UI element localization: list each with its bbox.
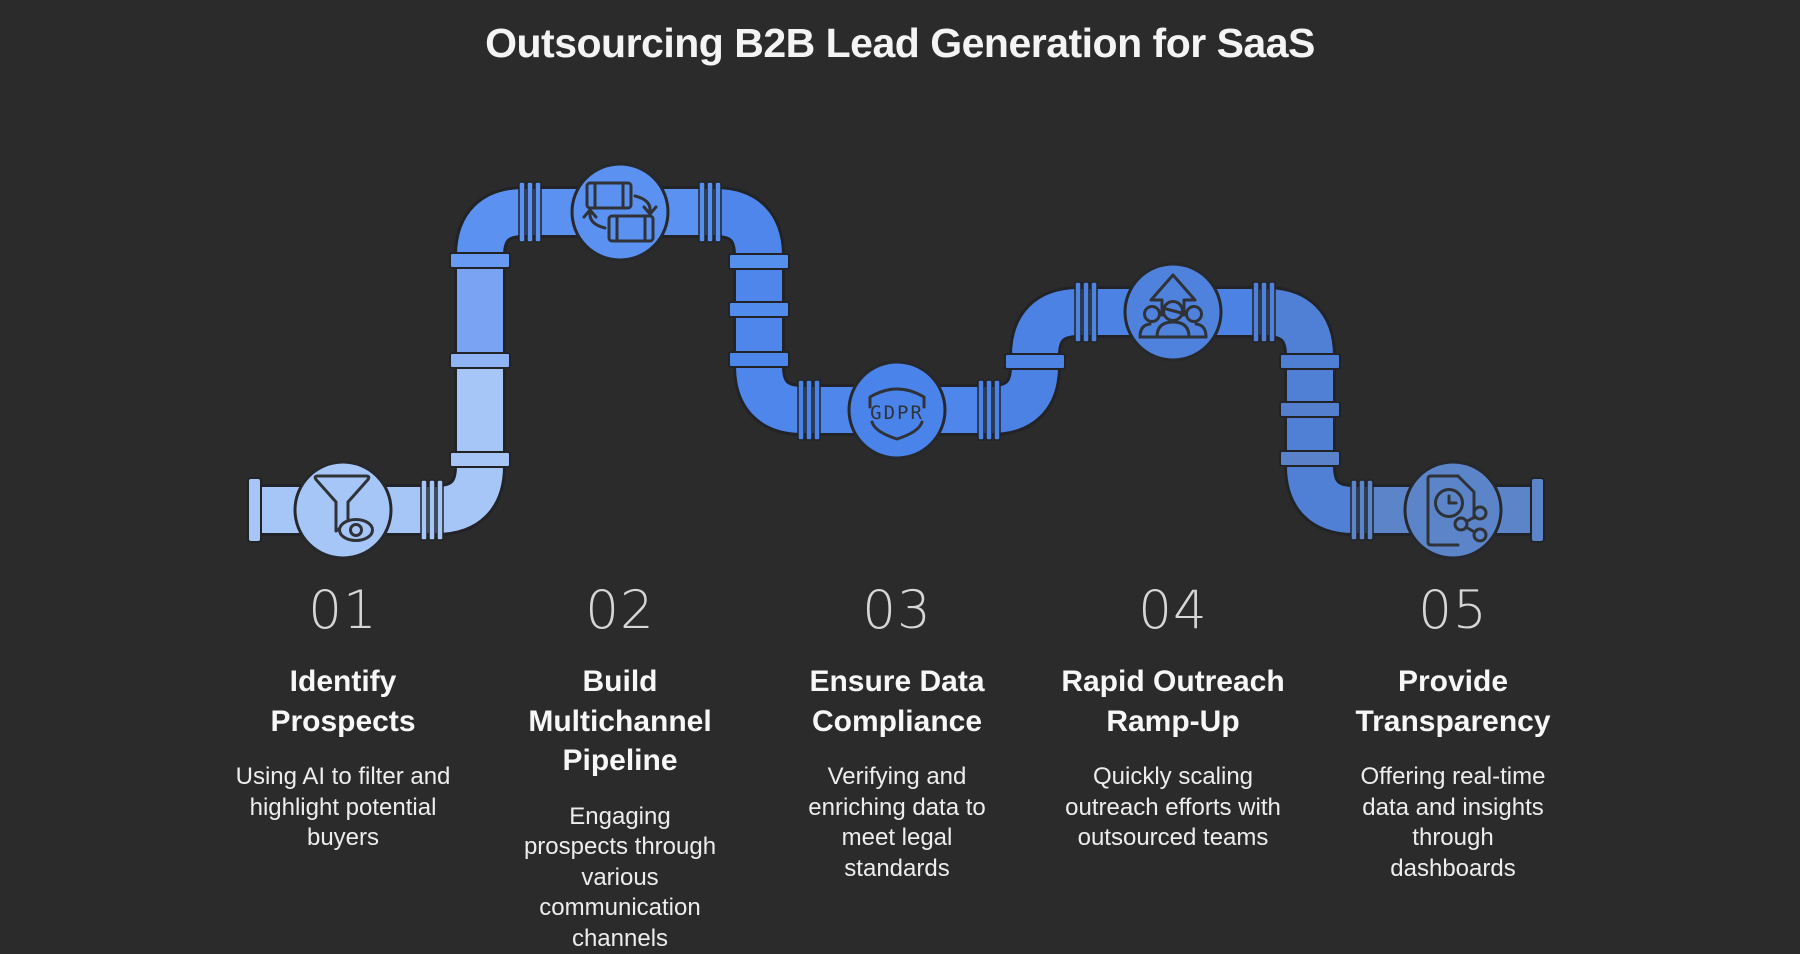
team-growth-icon — [1138, 273, 1208, 339]
step-description: Verifying and enriching data to meet leg… — [808, 763, 986, 882]
step-title: Provide Transparency — [1355, 665, 1551, 738]
step-title: Build Multichannel Pipeline — [528, 665, 712, 778]
step-1-column: 01 Identify Prospects Using AI to filter… — [213, 584, 473, 854]
step-description: Using AI to filter and highlight potenti… — [235, 763, 451, 852]
step-5-column: 05 Provide Transparency Offering real-ti… — [1323, 584, 1583, 884]
step-description: Offering real-time data and insights thr… — [1360, 763, 1546, 882]
step-description: Quickly scaling outreach efforts with ou… — [1065, 763, 1281, 852]
gdpr-shield-icon: GDPR — [868, 387, 926, 441]
horizontal-pipe-flanges — [420, 181, 1374, 541]
vertical-pipe-couplings — [449, 252, 1341, 468]
step-number: 03 — [862, 580, 932, 641]
pipe-finish-cap — [1530, 477, 1545, 543]
gdpr-label: GDPR — [870, 402, 924, 424]
step-title: Identify Prospects — [270, 665, 416, 738]
step-4-column: 04 Rapid Outreach Ramp-Up Quickly scalin… — [1043, 584, 1303, 854]
pipe-end-caps — [247, 477, 1545, 543]
step-title: Ensure Data Compliance — [809, 665, 985, 738]
step-number: 02 — [585, 580, 655, 641]
step-title: Rapid Outreach Ramp-Up — [1061, 665, 1285, 738]
step-description: Engaging prospects through various commu… — [523, 802, 717, 952]
step-number: 05 — [1418, 580, 1488, 641]
sync-channels-icon — [582, 181, 658, 243]
funnel-eye-icon — [313, 474, 374, 542]
page-title: Outsourcing B2B Lead Generation for SaaS — [485, 20, 1315, 66]
step-3-column: 03 Ensure Data Compliance Verifying and … — [767, 584, 1027, 884]
step-number: 01 — [308, 580, 378, 641]
pipe-start-cap — [247, 477, 262, 543]
realtime-report-icon — [1426, 474, 1488, 547]
step-number: 04 — [1138, 580, 1208, 641]
step-2-column: 02 Build Multichannel Pipeline Engaging … — [490, 584, 750, 954]
step-3-node — [847, 360, 947, 460]
